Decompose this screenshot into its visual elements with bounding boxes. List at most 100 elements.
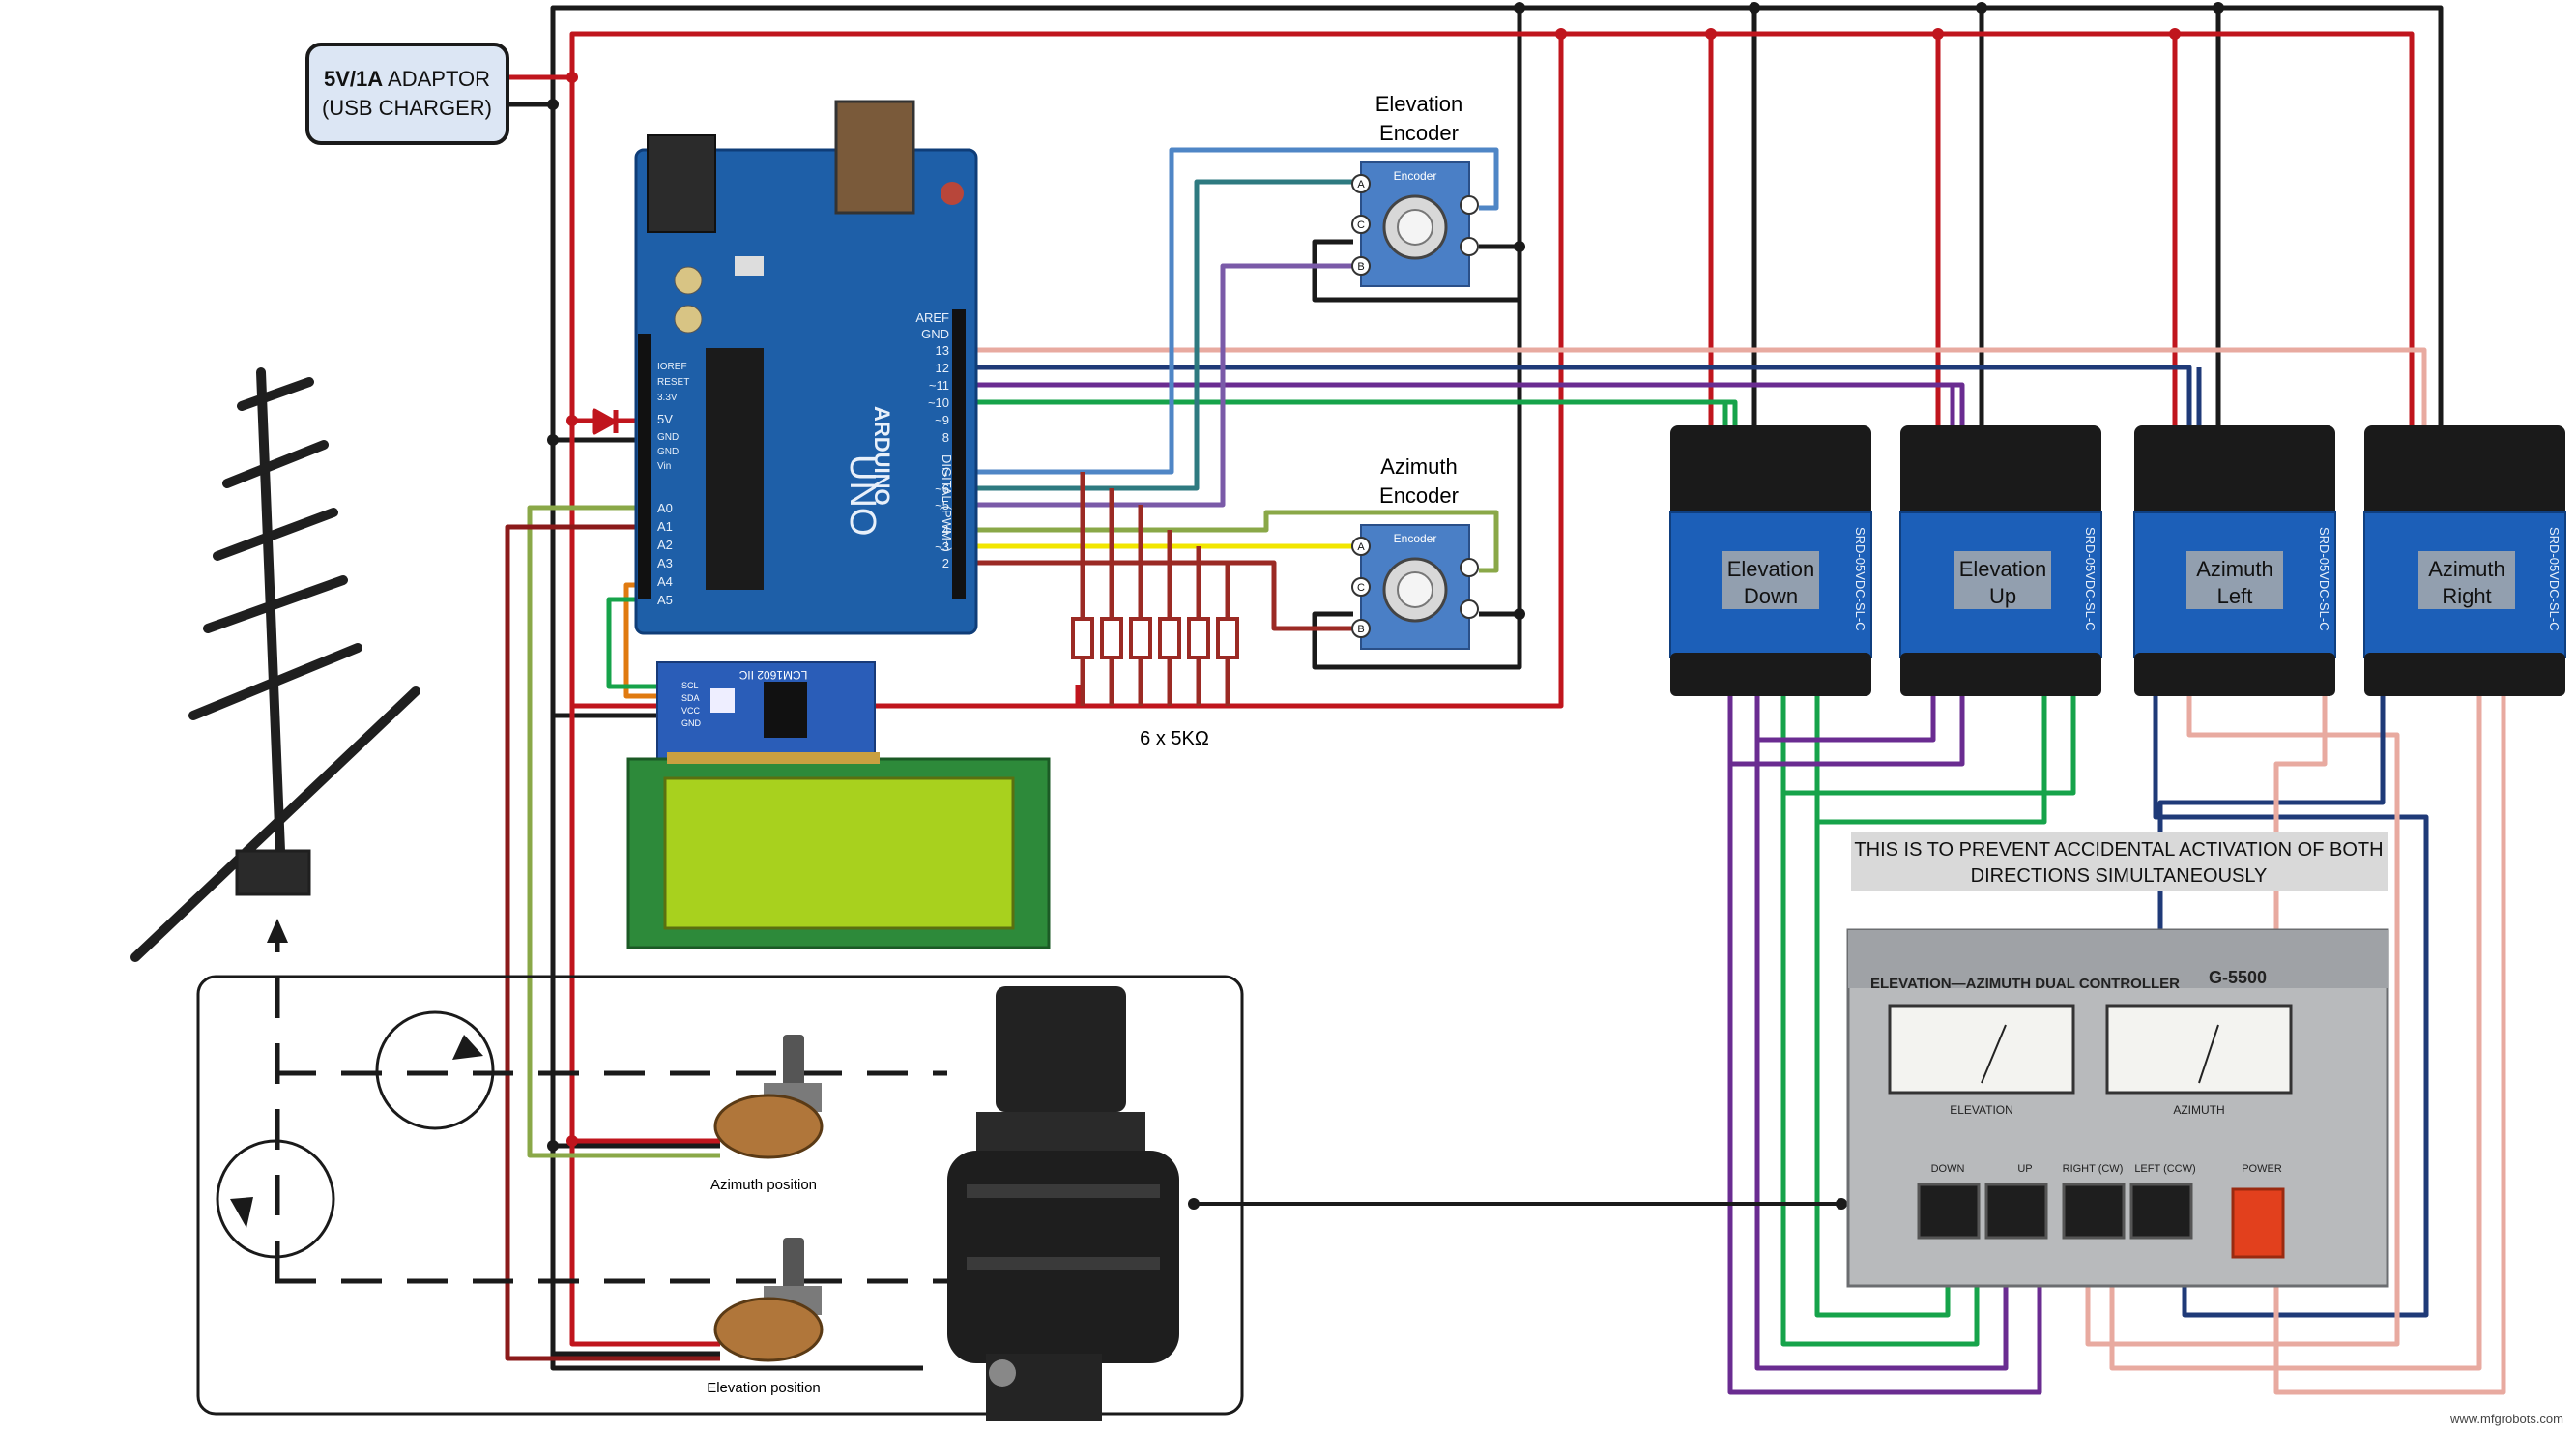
svg-text:Azimuth: Azimuth — [2428, 557, 2504, 581]
wire-gnd-encoder2 — [1312, 611, 1520, 670]
wire-pin10 — [971, 399, 1738, 430]
svg-text:ELEVATION: ELEVATION — [1950, 1103, 2013, 1117]
svg-text:SRD-05VDC-SL-C: SRD-05VDC-SL-C — [1853, 527, 1867, 631]
relay-module-azimuth-left: Azimuth Left SRD-05VDC-SL-C — [2133, 425, 2336, 696]
svg-text:Encoder: Encoder — [1394, 169, 1437, 183]
svg-text:2: 2 — [942, 556, 949, 570]
wire-relay1-out-purple2 — [1754, 667, 2009, 1371]
diode-symbol — [592, 408, 617, 435]
wire-relay2-out-green — [1817, 667, 2047, 825]
svg-text:Vin: Vin — [657, 461, 671, 472]
up-button[interactable] — [1984, 1183, 2048, 1240]
svg-text:~5: ~5 — [935, 498, 949, 512]
right-cw-button[interactable] — [2062, 1183, 2126, 1240]
svg-text:B: B — [1357, 261, 1364, 273]
relay-module-elevation-down: Elevation Down SRD-05VDC-SL-C — [1669, 425, 1872, 696]
svg-text:7: 7 — [942, 465, 949, 480]
svg-text:VCC: VCC — [681, 706, 701, 716]
controller-title: ELEVATION—AZIMUTH DUAL CONTROLLER — [1870, 976, 2180, 992]
down-button[interactable] — [1917, 1183, 1981, 1240]
adaptor-title: 5V/1A ADAPTOR — [324, 67, 490, 91]
svg-text:SCL: SCL — [681, 681, 699, 690]
svg-text:~6: ~6 — [935, 482, 949, 496]
header-right — [952, 309, 966, 599]
elevation-encoder-label-1: Elevation — [1375, 92, 1463, 116]
wire-pin13 — [971, 347, 2427, 430]
svg-text:A: A — [1357, 541, 1365, 553]
svg-text:~11: ~11 — [929, 378, 949, 393]
relay-modules: Elevation Down SRD-05VDC-SL-C Elevation … — [1669, 425, 2566, 696]
svg-text:4: 4 — [942, 523, 949, 538]
lcd-screen — [663, 776, 1015, 930]
svg-text:Left: Left — [2217, 584, 2253, 608]
relay-module-azimuth-right: Azimuth Right SRD-05VDC-SL-C — [2363, 425, 2566, 696]
wire-relay4-out-pink2 — [2109, 667, 2482, 1371]
svg-text:A2: A2 — [657, 538, 673, 552]
svg-text:Encoder: Encoder — [1394, 532, 1437, 545]
lcd-display: LCM1602 IIC SCL SDA VCC GND — [626, 661, 1051, 949]
reset-button — [941, 182, 964, 205]
elevation-potentiometer: Elevation position — [707, 1238, 824, 1396]
wire-gnd-left — [550, 104, 923, 1371]
svg-text:A1: A1 — [657, 519, 673, 534]
mast-up-arrow — [267, 919, 288, 943]
watermark: www.mfgrobots.com — [2449, 1412, 2563, 1426]
header-left — [638, 334, 651, 599]
interlock-note-line2: DIRECTIONS SIMULTANEOUSLY — [1971, 865, 2268, 887]
elevation-pot-label: Elevation position — [707, 1380, 821, 1396]
svg-text:~10: ~10 — [928, 395, 949, 410]
svg-text:A: A — [1357, 179, 1365, 190]
arduino-right-pin-labels: AREF GND 13 12 ~11 ~10 ~9 8 7 ~6 ~5 4 ~3… — [915, 310, 949, 570]
wires — [275, 5, 2506, 1395]
azimuth-meter — [2105, 1004, 2293, 1095]
resistor-array — [1071, 617, 1239, 659]
svg-text:13: 13 — [936, 343, 949, 358]
relay-module-elevation-up: Elevation Up SRD-05VDC-SL-C — [1899, 425, 2102, 696]
wire-enc1-blue — [971, 147, 1499, 475]
wire-a1 — [505, 524, 720, 1361]
azimuth-encoder-label-1: Azimuth — [1380, 454, 1457, 479]
usb-adaptor: 5V/1A ADAPTOR (USB CHARGER) — [305, 43, 509, 145]
svg-text:C: C — [1357, 219, 1365, 231]
svg-text:B: B — [1357, 624, 1364, 635]
wire-pin11 — [971, 382, 1965, 430]
svg-text:POWER: POWER — [2242, 1163, 2282, 1175]
azimuth-rotation-arrow — [375, 1010, 495, 1130]
svg-text:Down: Down — [1744, 584, 1798, 608]
svg-text:~9: ~9 — [935, 413, 949, 427]
arduino-digital-label: DIGITAL (PWM~) — [940, 454, 954, 552]
svg-text:Elevation: Elevation — [1959, 557, 2047, 581]
wire-relay3-out-navy — [2153, 667, 2429, 1318]
wire-enc2-olive — [971, 510, 1499, 573]
wire-enc1-teal — [971, 179, 1353, 491]
power-switch[interactable] — [2231, 1187, 2285, 1259]
junction-dots — [547, 2, 2224, 1210]
left-ccw-button[interactable] — [2129, 1183, 2193, 1240]
rotor-assembly-frame — [196, 975, 1244, 1416]
wire-relay2-out-green2 — [1783, 667, 2076, 796]
svg-text:RIGHT (CW): RIGHT (CW) — [2063, 1163, 2124, 1175]
elevation-encoder-label-2: Encoder — [1379, 121, 1459, 145]
wire-pin12 — [971, 365, 2202, 430]
svg-text:A0: A0 — [657, 501, 673, 515]
svg-text:~3: ~3 — [935, 540, 949, 554]
power-jack — [647, 134, 716, 233]
svg-text:LEFT (CCW): LEFT (CCW) — [2134, 1163, 2195, 1175]
elevation-meter — [1888, 1004, 2075, 1095]
svg-text:Elevation: Elevation — [1727, 557, 1815, 581]
azimuth-encoder: Azimuth Encoder Encoder A C B — [1351, 454, 1479, 650]
lcd-module-label: LCM1602 IIC — [738, 668, 807, 682]
svg-text:A5: A5 — [657, 593, 673, 607]
wire-gnd-bus-top — [507, 5, 2444, 454]
svg-text:GND: GND — [657, 432, 679, 443]
svg-text:AZIMUTH: AZIMUTH — [2173, 1103, 2224, 1117]
wire-a5 — [606, 597, 657, 689]
wire-enc2-darkred — [971, 560, 1353, 631]
arduino-left-pin-labels: IOREF RESET 3.3V 5V GND GND Vin A0 A1 A2… — [657, 362, 689, 607]
azimuth-potentiometer: Azimuth position — [710, 1035, 824, 1193]
wire-relay1-out-purple — [1727, 667, 2042, 1395]
svg-text:A4: A4 — [657, 574, 673, 589]
svg-text:8: 8 — [942, 430, 949, 445]
svg-text:SRD-05VDC-SL-C: SRD-05VDC-SL-C — [2083, 527, 2098, 631]
controller-model: G-5500 — [2209, 968, 2267, 987]
